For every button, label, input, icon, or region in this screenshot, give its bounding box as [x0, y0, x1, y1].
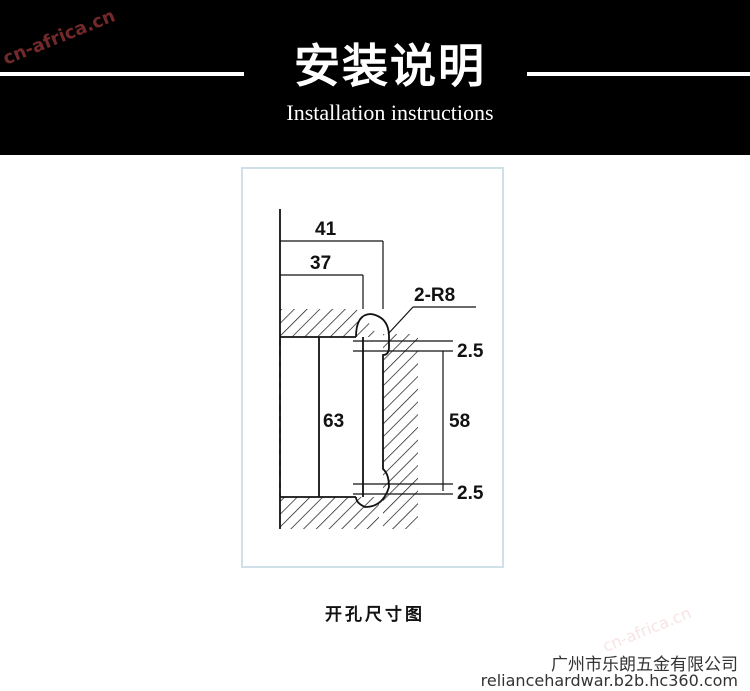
dim-37: 37 — [310, 253, 331, 274]
dim-top-gap: 2.5 — [457, 341, 484, 362]
cutout-diagram: 41 37 2-R8 2.5 58 63 2.5 — [279, 209, 484, 529]
page-title-en: Installation instructions — [286, 100, 494, 125]
header-banner: 安装说明 Installation instructions — [0, 0, 750, 155]
page-title-cn: 安装说明 — [294, 39, 486, 93]
company-name: 广州市乐朗五金有限公司 — [551, 655, 738, 675]
banner-divider-right — [527, 72, 750, 76]
banner-divider-left — [0, 72, 244, 76]
diagram-caption: 开孔尺寸图 — [325, 605, 425, 625]
top-wall-hatch — [280, 309, 379, 339]
watermark-bottom-right: cn-africa.cn — [599, 603, 694, 656]
dim-radius: 2-R8 — [414, 285, 455, 306]
dim-bottom-gap: 2.5 — [457, 483, 484, 504]
bottom-wall-hatch — [280, 497, 379, 529]
dim-63: 63 — [323, 411, 344, 432]
cutout-diagram-frame: 41 37 2-R8 2.5 58 63 2.5 — [241, 167, 504, 568]
dim-41: 41 — [315, 219, 337, 240]
right-wall-hatch — [383, 334, 418, 529]
company-site: reliancehardwar.b2b.hc360.com — [480, 671, 738, 690]
dim-58: 58 — [449, 411, 470, 432]
